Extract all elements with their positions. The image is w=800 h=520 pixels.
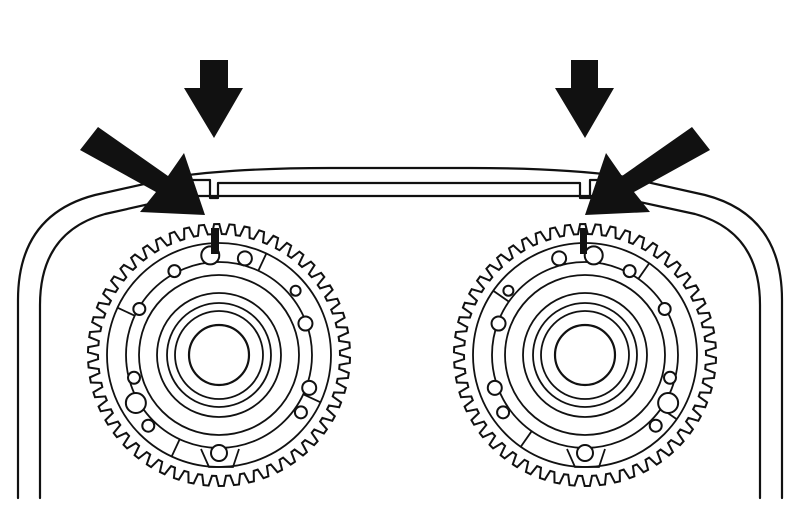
left-diagonal-arrow-icon	[80, 127, 205, 215]
gear-hole	[657, 302, 672, 316]
gear-hole	[657, 392, 680, 414]
camshaft-bore	[553, 323, 617, 387]
gear-hole	[210, 444, 228, 462]
gear-hole	[236, 250, 253, 267]
hub-ring-2	[504, 274, 666, 436]
gear-hole	[124, 392, 147, 414]
right-vertical-arrow-icon	[555, 60, 614, 138]
gear-bottom-notch	[200, 448, 240, 468]
gear-hole	[141, 418, 156, 433]
left-vertical-arrow-icon	[184, 60, 243, 138]
gear-hole	[622, 264, 637, 279]
hub-ring-3	[522, 292, 648, 418]
right-diagonal-arrow-icon	[585, 127, 710, 215]
hub-ring-2	[138, 274, 300, 436]
spoke-line	[492, 290, 510, 303]
gear-hole	[289, 284, 302, 297]
hub-ring-5	[174, 310, 264, 400]
cylinder-head-outline-outer	[16, 166, 784, 500]
gear-hole	[502, 284, 515, 297]
gear-bottom-notch	[566, 448, 606, 468]
hub-ring-4	[532, 302, 638, 408]
hub-ring-5	[540, 310, 630, 400]
gear-hole	[132, 302, 147, 316]
gear-hole	[293, 405, 308, 420]
spoke-line	[637, 262, 650, 280]
camshaft-bore	[187, 323, 251, 387]
spoke-line	[520, 430, 533, 448]
left-timing-mark	[211, 228, 219, 254]
gear-hole	[167, 264, 182, 279]
gear-hole	[551, 250, 568, 267]
gear-hole	[486, 379, 503, 396]
hub-ring-4	[166, 302, 272, 408]
spoke-line	[117, 306, 136, 317]
gear-hole	[583, 245, 604, 266]
left-camshaft-sprocket	[86, 222, 352, 488]
gear-hole	[663, 370, 678, 385]
spoke-line	[302, 393, 321, 404]
hub-ring-3	[156, 292, 282, 418]
spoke-line	[257, 253, 268, 272]
spoke-line	[170, 438, 181, 457]
head-cover-plate	[188, 178, 612, 200]
gear-hole	[490, 315, 507, 332]
right-camshaft-sprocket	[452, 222, 718, 488]
right-timing-mark	[580, 228, 587, 254]
gear-hole	[576, 444, 594, 462]
gear-hole	[496, 405, 511, 420]
gear-hole	[126, 370, 141, 385]
gear-hole	[297, 315, 314, 332]
gear-hole	[301, 379, 318, 396]
gear-hole	[648, 418, 663, 433]
